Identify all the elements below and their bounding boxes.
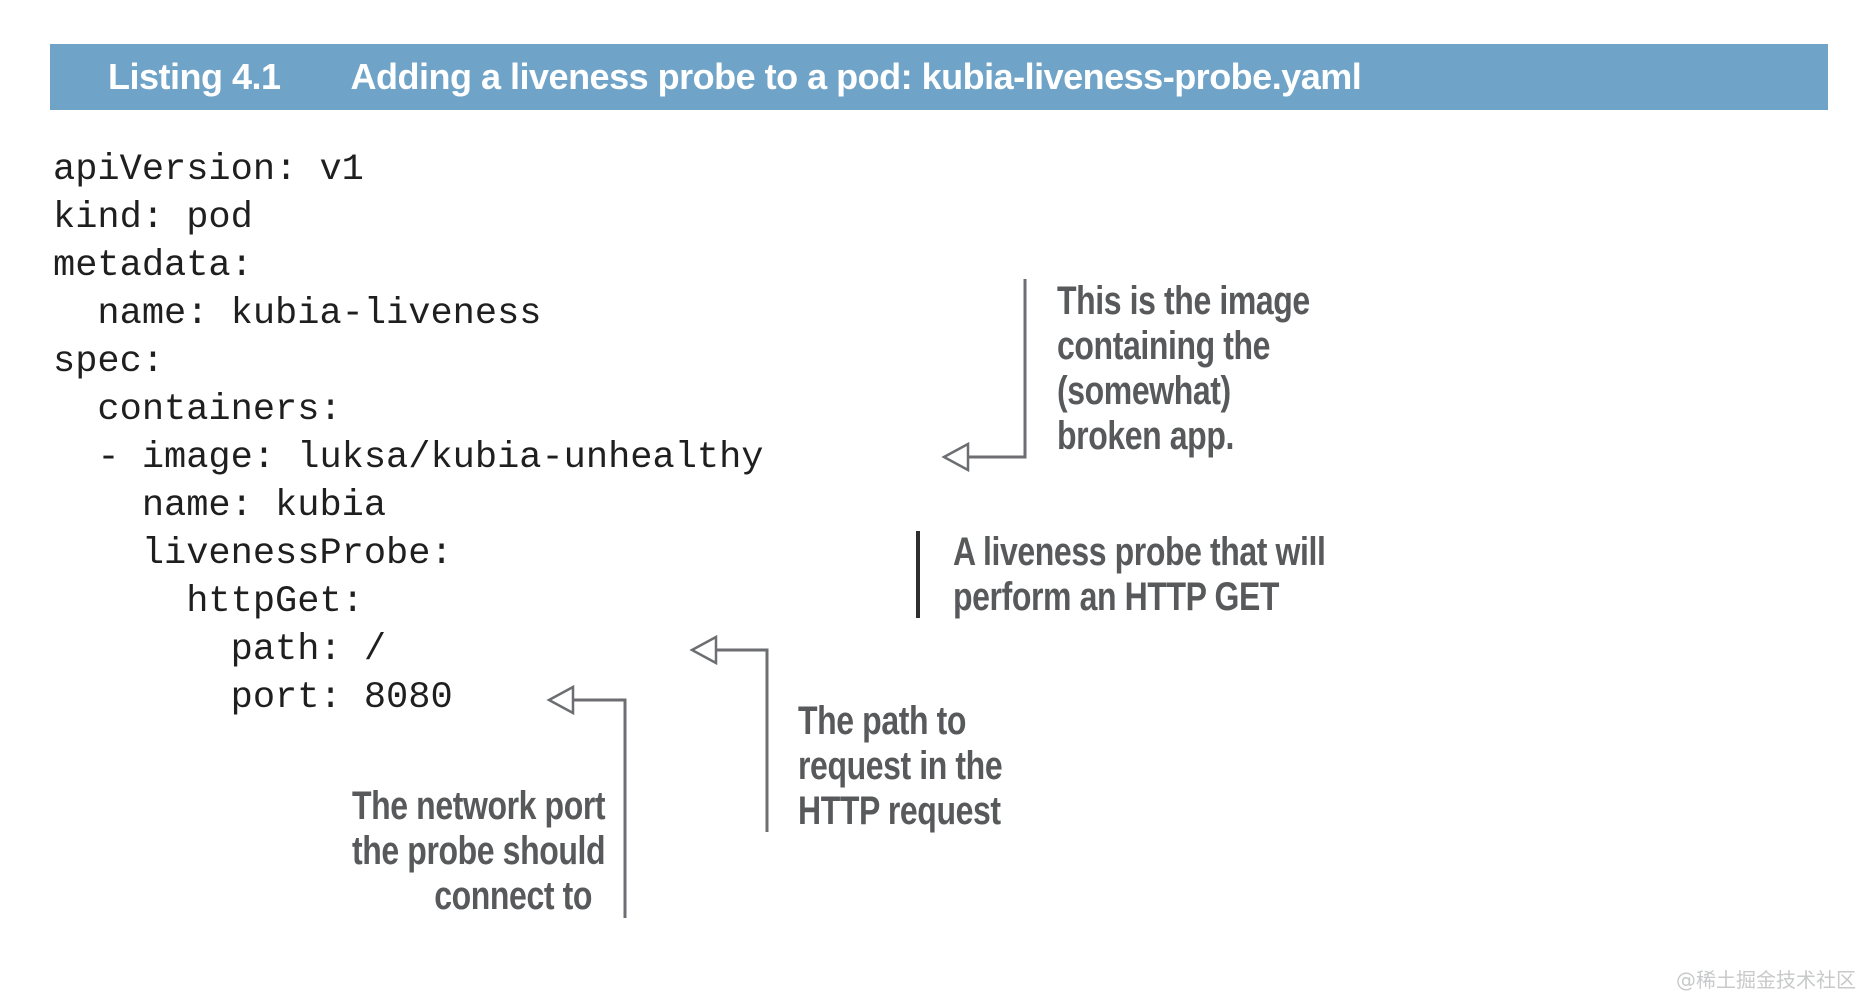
annotation-line: A liveness probe that will: [953, 530, 1326, 574]
annotation-line: the probe should: [352, 829, 606, 873]
annotation-path-note: The path to request in the HTTP request: [798, 699, 1003, 834]
annotation-image-note: This is the image containing the (somewh…: [1057, 279, 1310, 459]
annotation-liveness-probe-note: A liveness probe that will perform an HT…: [953, 530, 1326, 620]
annotation-line: (somewhat): [1057, 369, 1231, 413]
annotation-line: HTTP request: [798, 789, 1001, 833]
annotation-line: The path to: [798, 699, 967, 743]
listing-number: Listing 4.1: [108, 56, 281, 97]
annotation-line: The network port: [352, 784, 606, 828]
annotation-line: broken app.: [1057, 414, 1234, 458]
arrowhead-left-icon: [941, 441, 970, 473]
listing-header: Listing 4.1 Adding a liveness probe to a…: [50, 44, 1828, 110]
arrow-image-note: [941, 279, 1027, 473]
watermark: @稀土掘金技术社区: [1676, 968, 1856, 992]
listing-title: Adding a liveness probe to a pod: kubia-…: [350, 56, 1362, 97]
yaml-code-block: apiVersion: v1 kind: pod metadata: name:…: [53, 149, 764, 719]
annotation-line: perform an HTTP GET: [953, 575, 1280, 619]
annotation-line: request in the: [798, 744, 1003, 788]
annotation-line: containing the: [1057, 324, 1271, 368]
annotation-line: connect to: [434, 874, 592, 918]
annotation-port-note: The network port the probe should connec…: [352, 784, 606, 919]
annotation-line: This is the image: [1057, 279, 1310, 323]
